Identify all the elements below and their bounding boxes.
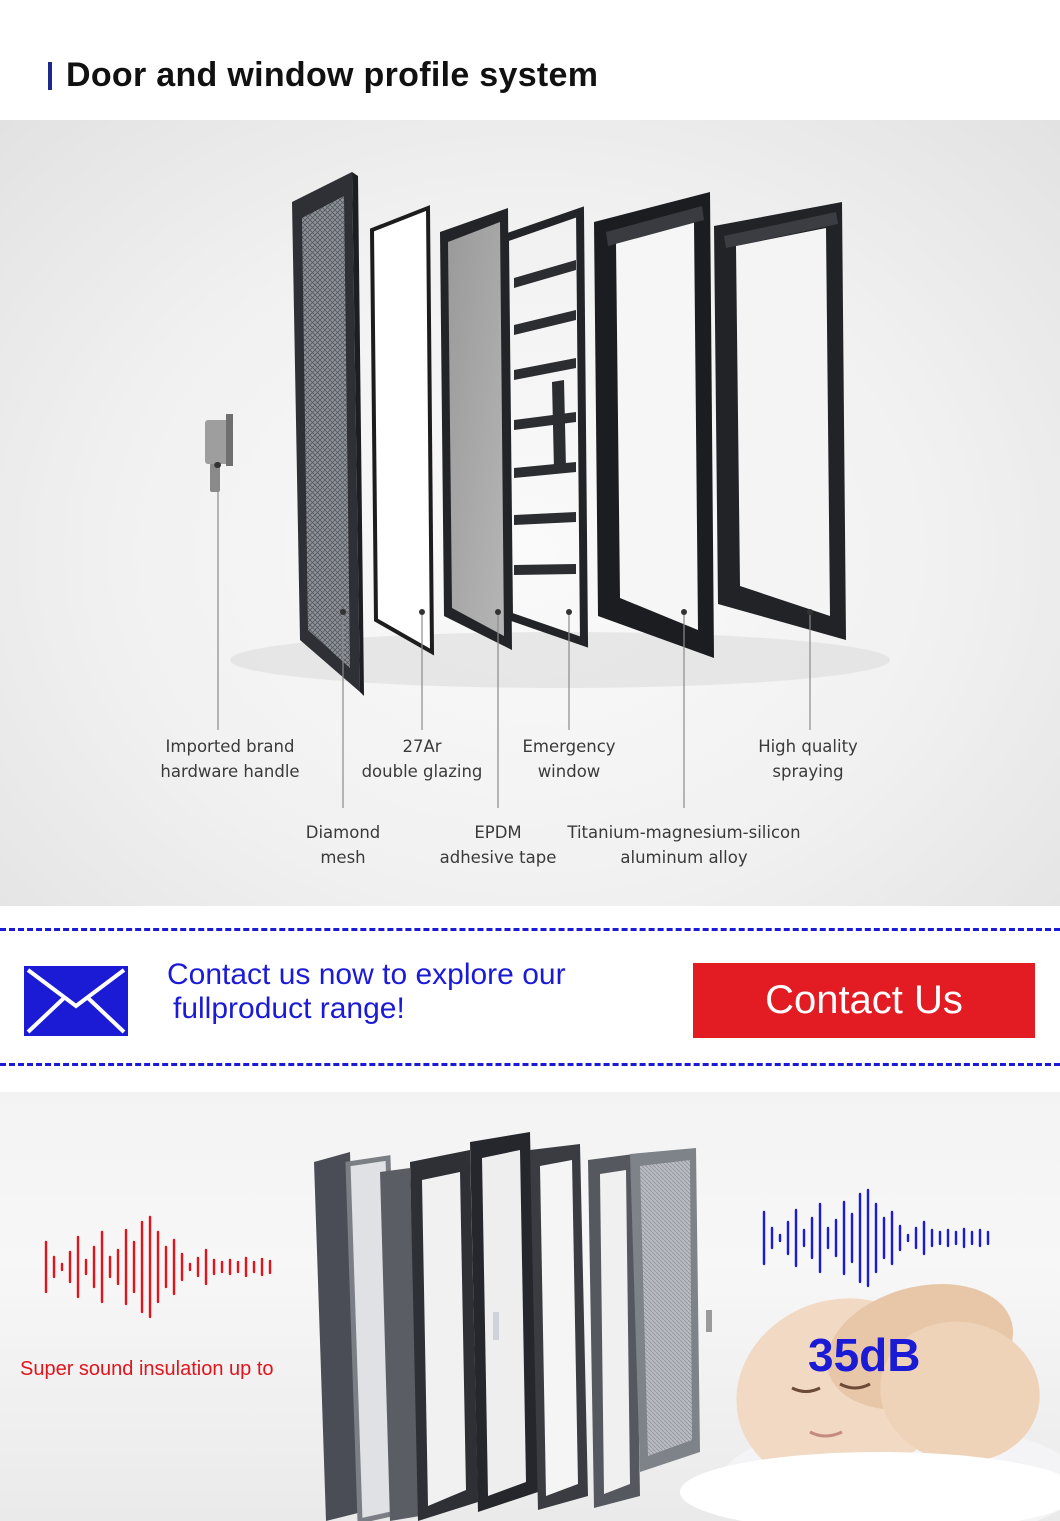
leader-lines [217, 465, 811, 808]
label-spraying: High quality spraying [748, 734, 868, 784]
red-sound-wave-icon [44, 1215, 272, 1319]
mesh-frame-icon [292, 172, 364, 696]
label-mesh: Diamond mesh [293, 820, 393, 870]
emergency-window-icon [500, 206, 589, 648]
glass-pane-icon [369, 205, 435, 656]
page-title: Door and window profile system [66, 56, 599, 94]
label-handle: Imported brand hardware handle [160, 734, 300, 784]
contact-us-button[interactable]: Contact Us [693, 963, 1035, 1038]
label-spraying-line1: High quality [758, 737, 858, 756]
label-tape-line1: EPDM [474, 823, 522, 842]
insulation-value: 35dB [808, 1329, 921, 1381]
blue-sound-wave-icon [762, 1188, 990, 1288]
contact-banner: Contact us now to explore our fullproduc… [0, 906, 1060, 1092]
contact-message: Contact us now to explore our fullproduc… [167, 958, 566, 1026]
profile-system-diagram: Imported brand hardware handle 27Ar doub… [0, 120, 1060, 906]
label-mesh-line1: Diamond [305, 823, 381, 842]
layered-window-illustration [44, 1132, 1060, 1521]
label-emergency-line2: window [537, 762, 601, 781]
label-mesh-line2: mesh [320, 848, 366, 867]
dashed-divider-top [0, 928, 1060, 931]
dashed-divider-bottom [0, 1063, 1060, 1066]
section-header: Door and window profile system [0, 0, 1060, 120]
contact-message-line1: Contact us now to explore our [167, 958, 566, 991]
label-handle-line1: Imported brand [165, 737, 295, 756]
label-tape-line2: adhesive tape [439, 848, 557, 867]
envelope-icon [24, 966, 128, 1036]
leader-dots [215, 462, 813, 615]
contact-message-line2: fullproduct range! [173, 992, 405, 1025]
sound-insulation-section: Super sound insulation up to 35dB [0, 1092, 1060, 1521]
label-glazing: 27Ar double glazing [352, 734, 492, 784]
handle-part-icon [205, 414, 233, 492]
label-glazing-line1: 27Ar [402, 737, 442, 756]
sleeping-person-illustration [680, 1284, 1060, 1521]
label-emergency-line1: Emergency [522, 737, 616, 756]
label-tape: EPDM adhesive tape [433, 820, 563, 870]
exploded-window-illustration [205, 172, 890, 808]
alloy-frame-icon [594, 192, 714, 658]
seal-layer-icon [380, 1168, 420, 1521]
label-alloy-line1: Titanium-magnesium-silicon [567, 823, 801, 842]
label-emergency: Emergency window [509, 734, 629, 784]
title-accent-bar [48, 62, 52, 90]
label-glazing-line2: double glazing [361, 762, 483, 781]
label-alloy: Titanium-magnesium-silicon aluminum allo… [564, 820, 804, 870]
insulation-caption: Super sound insulation up to [20, 1358, 274, 1380]
epdm-frame-icon [440, 208, 512, 650]
sprayed-frame-icon [714, 202, 846, 640]
label-handle-line2: hardware handle [160, 762, 300, 781]
label-spraying-line2: spraying [772, 762, 844, 781]
label-alloy-line2: aluminum alloy [620, 848, 748, 867]
